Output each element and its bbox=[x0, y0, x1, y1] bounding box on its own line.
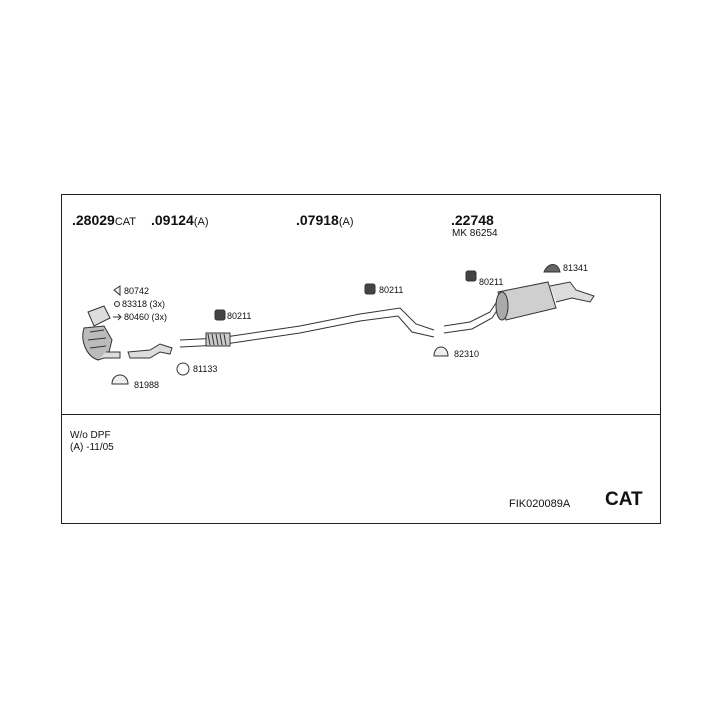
clamp-81988-icon bbox=[111, 374, 129, 385]
part-number-07918: .07918(A) bbox=[296, 212, 354, 228]
catalytic-converter-icon bbox=[82, 305, 121, 361]
callout-83318: 83318 (3x) bbox=[122, 299, 166, 309]
callout-80211-b: 80211 bbox=[379, 285, 404, 295]
hanger-81341-icon bbox=[543, 264, 561, 273]
callout-80211-a: 80211 bbox=[227, 311, 252, 321]
part-number-text: .22748 bbox=[451, 212, 494, 228]
part-number-suffix: (A) bbox=[193, 216, 209, 228]
part-number-09124: .09124(A) bbox=[151, 212, 209, 228]
hanger-80211-a-icon bbox=[214, 309, 226, 321]
front-pipe-icon bbox=[127, 343, 173, 359]
clamp-82310-icon bbox=[433, 346, 449, 357]
part-number-suffix: CAT bbox=[114, 216, 137, 228]
part-number-text: .07918 bbox=[296, 212, 339, 228]
callout-81133: 81133 bbox=[193, 364, 218, 374]
part-number-suffix: (A) bbox=[338, 216, 354, 228]
hanger-80211-c-icon bbox=[465, 270, 477, 282]
hanger-80211-b-icon bbox=[364, 283, 376, 295]
bolt-80460-icon bbox=[113, 313, 122, 321]
callout-82310: 82310 bbox=[454, 349, 480, 359]
part-number-text: .09124 bbox=[151, 212, 194, 228]
ring-81133-icon bbox=[176, 362, 190, 376]
kit-code: FIK020089A bbox=[509, 498, 571, 510]
cat-badge: CAT bbox=[605, 489, 643, 510]
nut-83318-icon bbox=[114, 301, 120, 307]
middle-pipe-icon bbox=[179, 307, 435, 348]
rear-muffler-icon bbox=[443, 281, 595, 334]
diagram-frame bbox=[61, 194, 661, 524]
section-divider bbox=[61, 414, 661, 415]
callout-81341: 81341 bbox=[563, 263, 589, 273]
part-number-22748: .22748 bbox=[451, 212, 494, 228]
note-line-2: (A) -11/05 bbox=[70, 442, 114, 453]
part-number-28029: .28029CAT bbox=[72, 212, 136, 228]
callout-80742: 80742 bbox=[124, 286, 150, 296]
callout-80211-c: 80211 bbox=[479, 277, 504, 287]
part-number-text: .28029 bbox=[72, 212, 115, 228]
callout-80460: 80460 (3x) bbox=[124, 312, 168, 322]
gasket-80742-icon bbox=[113, 285, 121, 297]
note-line-1: W/o DPF bbox=[70, 430, 111, 441]
mounting-kit-label: MK 86254 bbox=[452, 228, 498, 239]
callout-81988: 81988 bbox=[134, 380, 160, 390]
